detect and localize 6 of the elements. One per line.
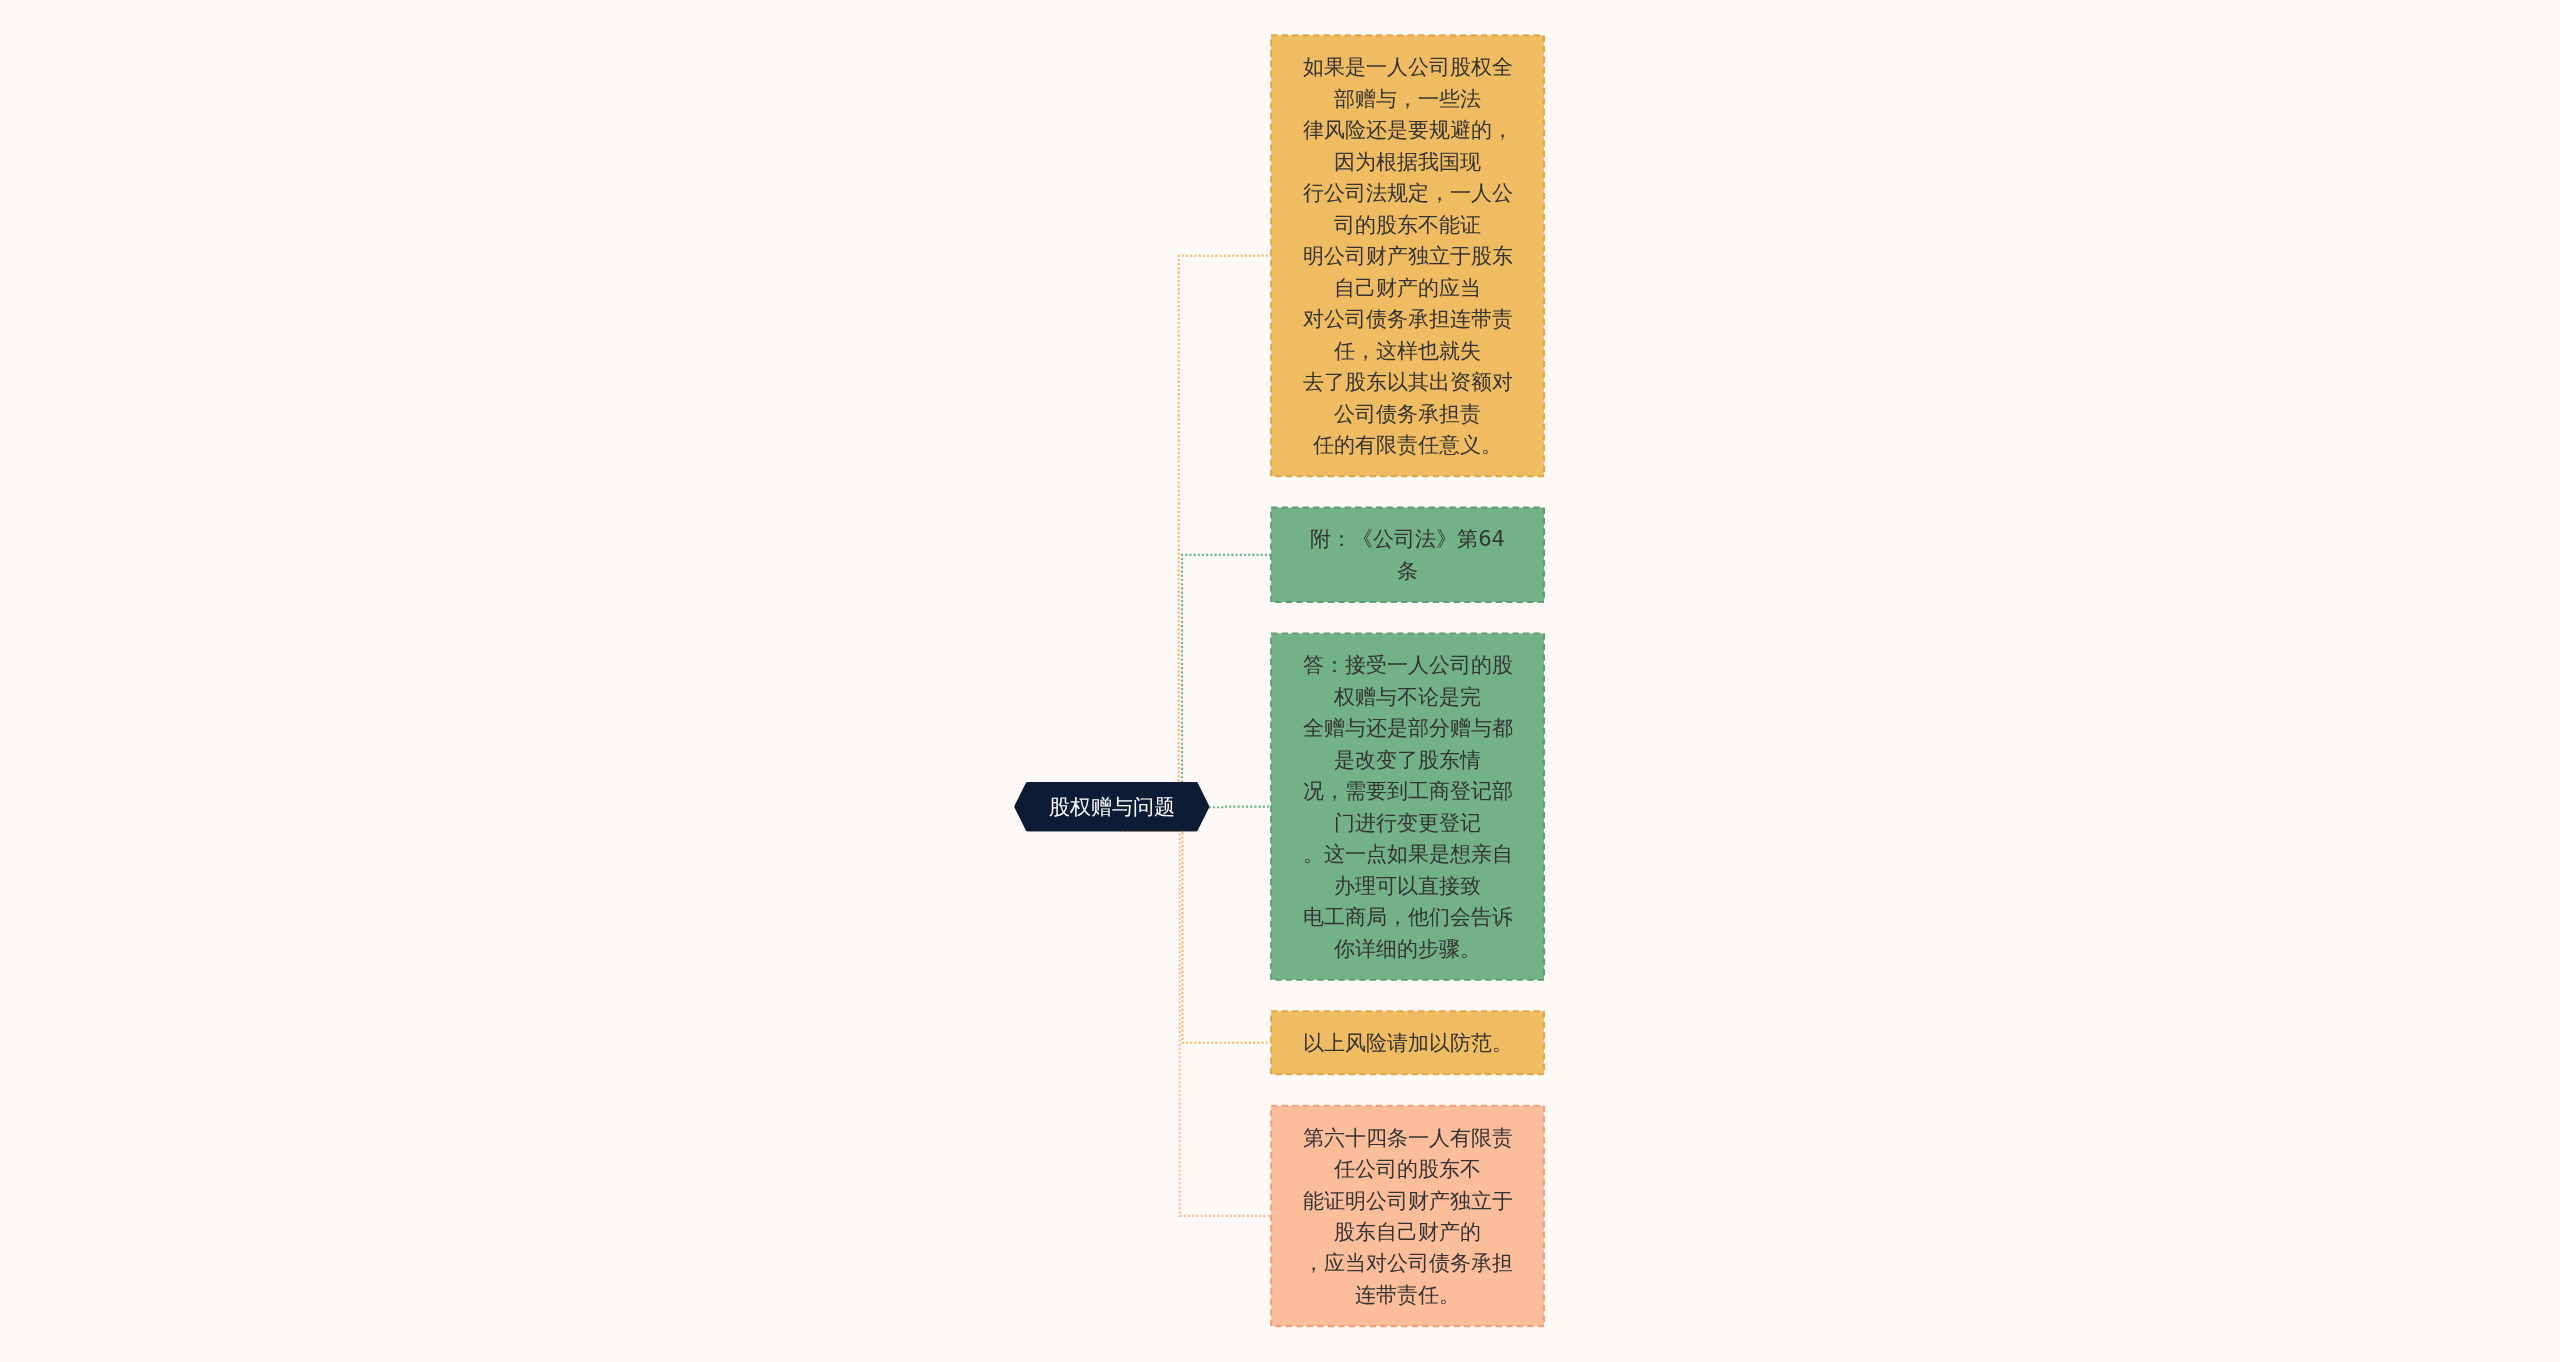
connector xyxy=(1209,805,1272,809)
node-box: 以上风险请加以防范。 xyxy=(1270,1010,1546,1076)
node-box: 如果是一人公司股权全部赠与，一些法律风险还是要规避的，因为根据我国现行公司法规定，一人公司的股东不能证明公司财产独立于股东自己财产的应当对公司债务承担连带责任，这样也就失去了股东以其出资额对公司债务承担责任的有限责任意义。 xyxy=(1270,34,1546,478)
node-box: 附：《公司法》第64条 xyxy=(1270,506,1546,604)
node-box: 答：接受一人公司的股权赠与不论是完全赠与还是部分赠与都是改变了股东情况，需要到工商登记部门进行变更登记。这一点如果是想亲自办理可以直接致电工商局，他们会告诉你详细的步骤。 xyxy=(1270,632,1546,982)
node-box: 第六十四条一人有限责任公司的股东不能证明公司财产独立于股东自己财产的，应当对公司债务承担连带责任。 xyxy=(1270,1104,1546,1328)
